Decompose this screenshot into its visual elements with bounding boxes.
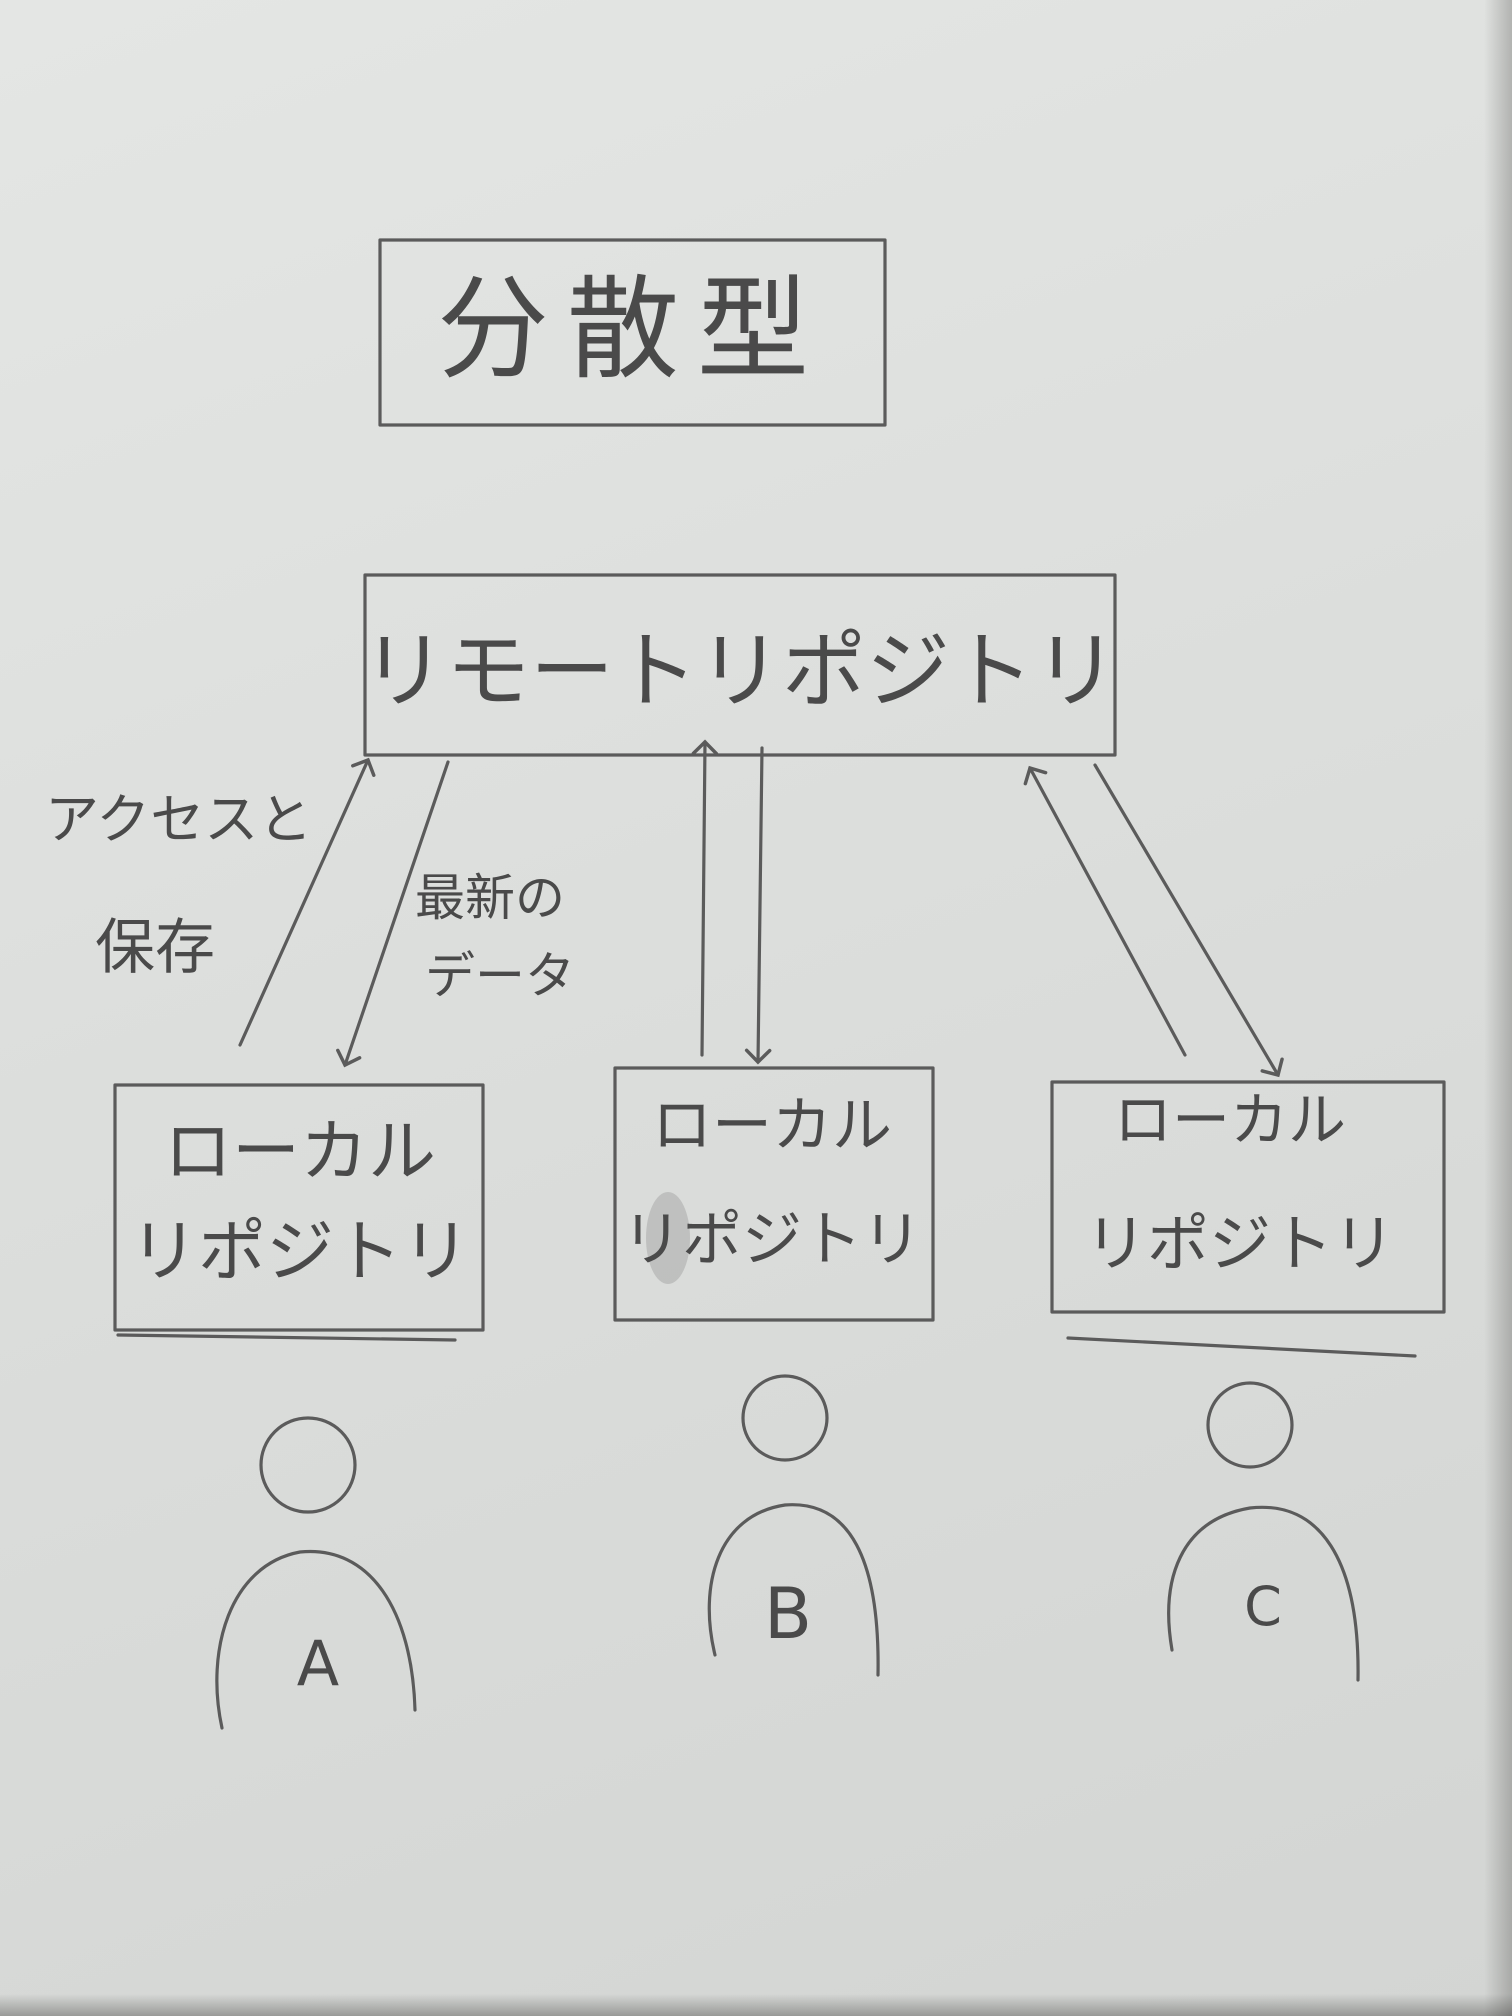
user-c-label: C	[1244, 1575, 1282, 1638]
arrow-up-a	[238, 757, 376, 1047]
arrow-down-c	[1093, 763, 1284, 1078]
arrow-down-b	[744, 746, 772, 1065]
paper-edge-shadow	[1484, 0, 1512, 2016]
pencil-smudge	[646, 1192, 690, 1284]
download-annotation-line2: データ	[425, 947, 575, 1005]
local-repository-b-line2: リポジトリ	[622, 1205, 922, 1275]
local-repository-box-c	[1050, 1080, 1446, 1314]
user-a-head	[259, 1416, 357, 1514]
user-b-figure: B	[707, 1374, 880, 1677]
user-b-label: B	[764, 1573, 812, 1655]
local-repository-underline-a	[116, 1333, 457, 1342]
user-a-label: A	[297, 1627, 339, 1700]
user-a-body	[215, 1549, 417, 1730]
user-c-body	[1167, 1505, 1360, 1682]
local-repository-c-line2: リポジトリ	[1085, 1207, 1395, 1280]
local-repository-b-line1: ローカル	[652, 1091, 892, 1161]
upload-annotation-line2: 保存	[95, 913, 215, 983]
user-b-head	[741, 1374, 829, 1462]
paper-bottom-shadow	[0, 1994, 1512, 2016]
arrow-up-c	[1023, 765, 1187, 1057]
remote-repository-label: リモートリポジトリ	[362, 622, 1118, 720]
local-repository-c: ローカル リポジトリ	[1050, 1080, 1446, 1358]
local-repository-c-line1: ローカル	[1114, 1086, 1346, 1154]
local-repository-a: ローカル リポジトリ	[113, 1083, 485, 1342]
local-repository-underline-c	[1066, 1336, 1417, 1358]
user-b-body	[707, 1503, 880, 1677]
remote-repository-box	[363, 573, 1117, 757]
user-c-head	[1206, 1381, 1294, 1469]
title-text: 分散型	[437, 265, 827, 395]
user-c-figure: C	[1167, 1381, 1360, 1682]
download-annotation-line1: 最新の	[415, 869, 565, 927]
local-repository-b: ローカル リポジトリ	[613, 1066, 935, 1322]
local-repository-a-line2: リポジトリ	[130, 1213, 470, 1292]
local-repository-box-a	[113, 1083, 485, 1332]
local-repository-box-b	[613, 1066, 935, 1322]
arrow-up-b	[691, 739, 719, 1057]
user-a-figure: A	[215, 1416, 417, 1730]
title-box	[378, 238, 887, 427]
upload-annotation-line1: アクセスと	[45, 788, 312, 851]
arrow-down-a	[336, 760, 450, 1068]
local-repository-a-line1: ローカル	[164, 1113, 436, 1192]
